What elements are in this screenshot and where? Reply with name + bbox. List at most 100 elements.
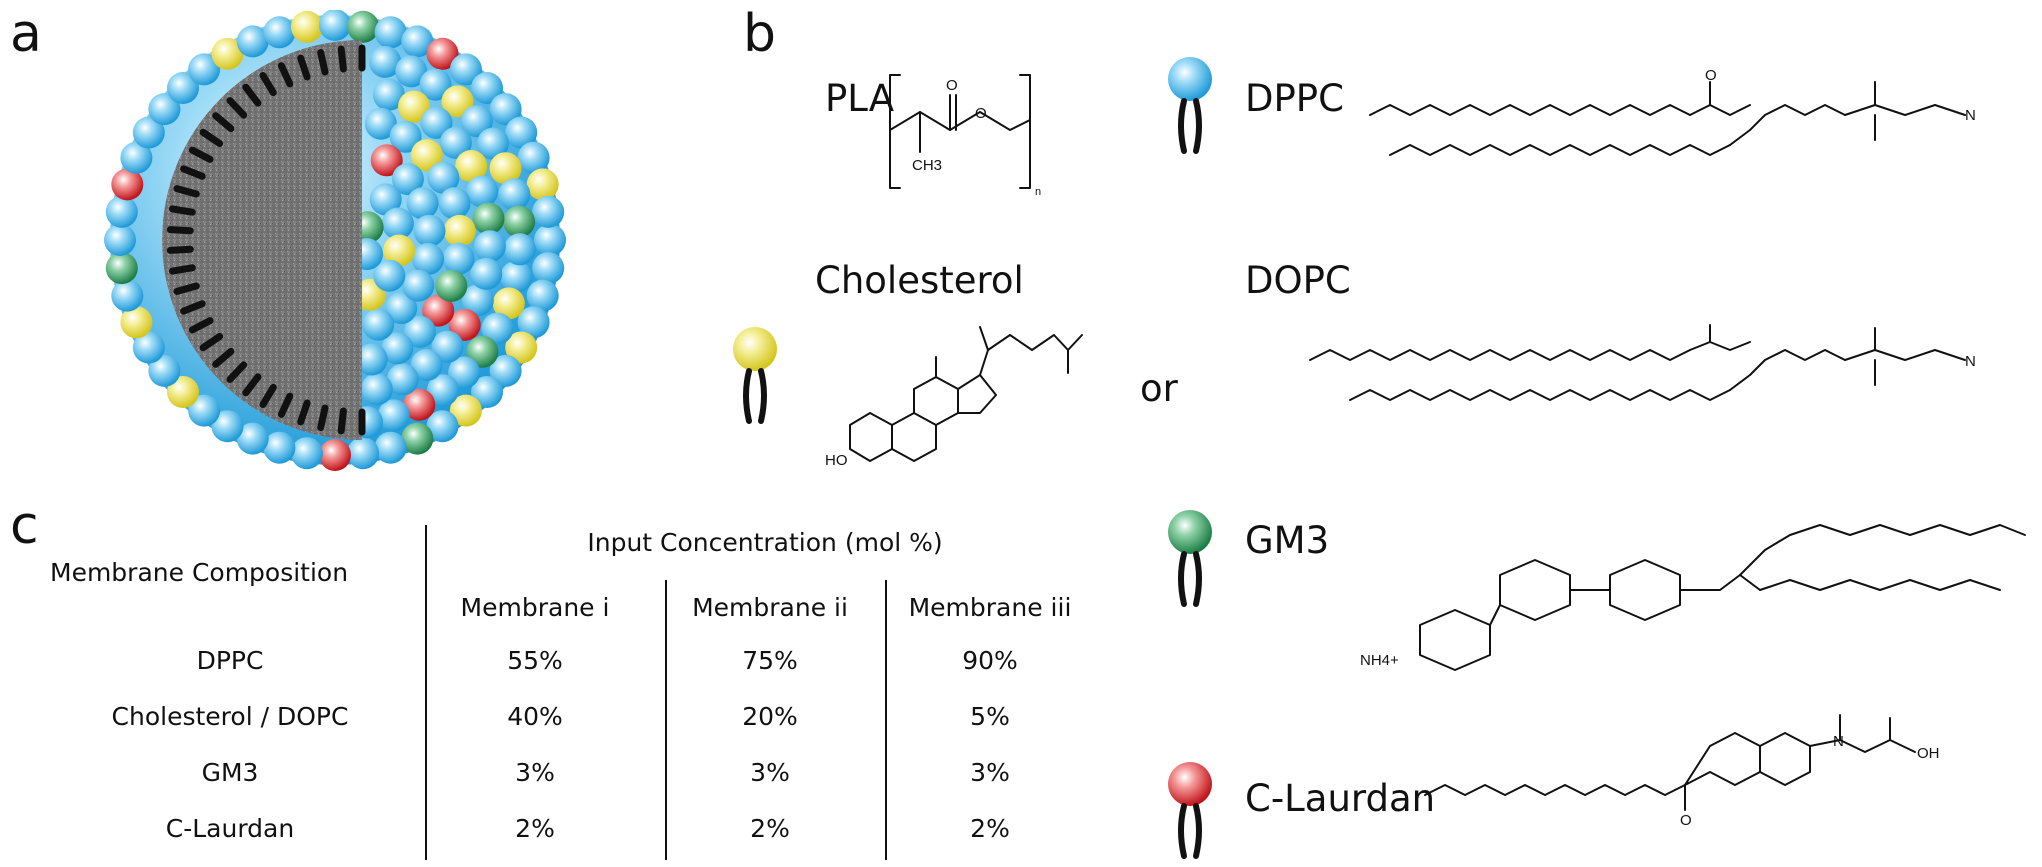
lipid-head-sphere	[403, 388, 436, 421]
row-label-cholesterol-dopc: Cholesterol / DOPC	[111, 702, 349, 731]
table-divider-2	[665, 580, 667, 860]
cell-dppc-ii: 75%	[742, 646, 798, 675]
nanoparticle-illustration	[104, 10, 566, 471]
lipid-head-sphere	[534, 224, 566, 256]
lipid-head-sphere	[372, 78, 405, 111]
lipid-head-sphere	[505, 116, 538, 149]
claurdan-label: C-Laurdan	[1245, 777, 1436, 820]
lipid-tail	[297, 54, 311, 81]
lipid-head-sphere	[532, 195, 565, 228]
dopc-label: DOPC	[1245, 259, 1351, 302]
panel-label-c: c	[10, 496, 39, 556]
lipid-head-sphere	[503, 233, 536, 266]
cell-claurdan-ii: 2%	[750, 814, 790, 843]
lipid-tail	[277, 62, 294, 88]
dppc-structure: O N	[1369, 70, 1976, 156]
lipid-head-sphere	[364, 107, 397, 140]
panel-label-a: a	[10, 4, 42, 64]
lipid-head-sphere	[460, 105, 493, 138]
lipid-head-sphere	[448, 356, 481, 389]
dopc-n: N	[1965, 353, 1976, 370]
lipid-head-sphere	[347, 10, 380, 43]
lipid-head-sphere	[167, 376, 199, 408]
lipid-head-sphere	[236, 25, 269, 58]
lipid-head-sphere	[389, 120, 422, 153]
gm3-nh4: NH4+	[1360, 652, 1399, 669]
cell-dppc-i: 55%	[507, 646, 563, 675]
cholesterol-structure: HO	[825, 326, 1083, 469]
lipid-head-sphere	[148, 354, 181, 387]
lipid-head-sphere	[263, 431, 296, 464]
lipid-head-sphere	[319, 10, 351, 41]
lipid-head-sphere	[290, 437, 323, 470]
lipid-head-sphere	[377, 399, 410, 432]
lipid-head-sphere	[503, 205, 536, 238]
pla-label: PLA	[825, 77, 895, 120]
lipid-head-sphere	[362, 308, 395, 341]
lipid-tail	[259, 72, 277, 97]
lipid-head-sphere	[370, 144, 403, 177]
lipid-head-sphere	[431, 330, 464, 363]
lipid-head-sphere	[410, 139, 443, 172]
gm3-label: GM3	[1245, 519, 1330, 562]
lipid-tail	[173, 185, 200, 198]
lipid-head-sphere	[466, 335, 499, 368]
lipid-head-sphere	[391, 163, 424, 196]
lipid-head-sphere	[263, 16, 296, 49]
lipid-head-sphere	[188, 53, 221, 86]
cell-cholesterol-iii: 5%	[970, 702, 1010, 731]
lipid-head-sphere	[167, 72, 199, 104]
lipid-head-sphere	[426, 37, 459, 70]
lipid-tail	[199, 333, 224, 352]
lipid-head-sphere	[438, 187, 471, 220]
lipid-head-sphere	[442, 242, 475, 275]
cell-gm3-i: 3%	[515, 758, 555, 787]
lipid-head-sphere	[188, 394, 221, 427]
lipid-head-sphere	[473, 230, 506, 263]
lipid-head-sphere	[419, 68, 452, 101]
lipid-head-sphere	[105, 252, 138, 285]
column-header-membrane-ii: Membrane ii	[692, 593, 848, 622]
claurdan-o: O	[1680, 812, 1692, 829]
row-label-gm3: GM3	[201, 758, 259, 787]
dopc-structure: N	[1309, 324, 1976, 401]
lipid-head-sphere	[148, 93, 181, 126]
lipid-tail	[166, 245, 194, 254]
lipid-head-sphere	[406, 187, 439, 220]
lipid-head-sphere	[402, 269, 435, 302]
lipid-tail	[277, 392, 294, 418]
lipid-head-sphere	[236, 422, 269, 455]
claurdan-n: N	[1833, 733, 1844, 750]
lipid-head-sphere	[505, 331, 538, 364]
lipid-head-sphere	[471, 376, 503, 408]
lipid-head-sphere	[476, 127, 509, 160]
lipid-head-sphere	[401, 422, 434, 455]
lipid-tail	[169, 264, 196, 275]
pla-carbonyl-o: O	[946, 77, 958, 94]
cell-cholesterol-i: 40%	[507, 702, 563, 731]
lipid-head-sphere	[360, 373, 393, 406]
lipid-head-sphere	[319, 439, 351, 471]
lipid-tail	[242, 83, 262, 107]
lipid-tail	[297, 399, 311, 426]
lipid-tail	[337, 45, 347, 73]
lipid-head-sphere	[441, 85, 474, 118]
lipid-head-sphere	[386, 363, 419, 396]
cell-cholesterol-ii: 20%	[742, 702, 798, 731]
cholesterol-ho: HO	[825, 452, 848, 469]
row-label-claurdan: C-Laurdan	[165, 814, 295, 843]
lipid-tail	[180, 300, 206, 315]
lipid-head-sphere	[355, 343, 388, 376]
lipid-head-sphere	[413, 214, 446, 247]
pla-n: n	[1035, 186, 1041, 198]
lipid-head-sphere	[489, 152, 522, 185]
lipid-tail	[317, 404, 329, 431]
dppc-n: N	[1965, 107, 1976, 124]
table-group-header: Input Concentration (mol %)	[587, 528, 943, 557]
pla-ester-o: O	[975, 105, 987, 122]
lipid-tail	[212, 347, 235, 368]
lipid-tail	[188, 317, 214, 334]
lipid-head-sphere	[374, 431, 407, 464]
lipid-head-sphere	[211, 37, 244, 70]
pla-structure: O O CH3 n	[889, 74, 1041, 198]
